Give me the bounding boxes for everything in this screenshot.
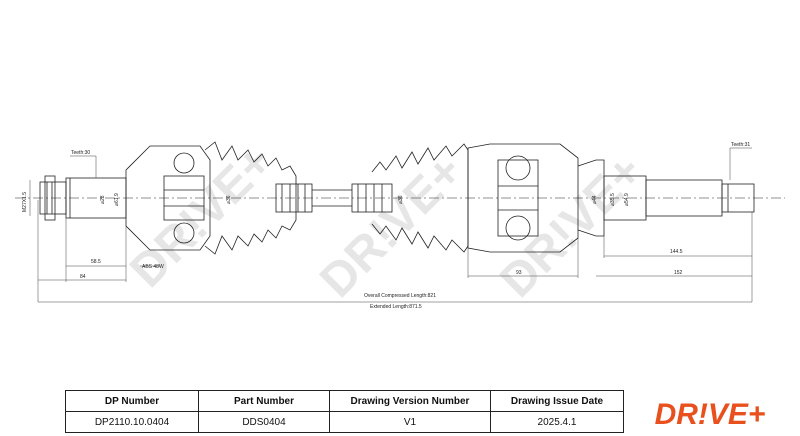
header-issue-date: Drawing Issue Date bbox=[490, 390, 624, 412]
overall-compressed: Overall Compressed Length:821 bbox=[364, 293, 436, 299]
header-part-number: Part Number bbox=[198, 390, 330, 412]
watermark-group: DR!VE+ DR!VE+ DR!VE+ bbox=[120, 135, 653, 308]
value-part-number: DDS0404 bbox=[198, 411, 330, 433]
title-block: DP Number Part Number Drawing Version Nu… bbox=[65, 390, 800, 436]
left-thread-tip bbox=[44, 175, 56, 221]
brand-logo: DR!VE+ bbox=[655, 398, 766, 431]
dim-58-5: 58.5 bbox=[91, 259, 101, 265]
value-drawing-version: V1 bbox=[329, 411, 491, 433]
left-boot bbox=[204, 141, 297, 255]
watermark-left: DR!VE+ bbox=[120, 135, 283, 298]
watermark-center: DR!VE+ bbox=[310, 145, 473, 308]
title-header-row: DP Number Part Number Drawing Version Nu… bbox=[65, 390, 624, 412]
right-clamp bbox=[351, 183, 393, 213]
teeth-right-label: Teeth:31 bbox=[731, 142, 750, 148]
header-drawing-version: Drawing Version Number bbox=[329, 390, 491, 412]
extended-length: Extended Length:871.5 bbox=[370, 304, 422, 310]
right-stub-tip bbox=[721, 183, 755, 213]
left-clamp bbox=[275, 183, 313, 213]
dim-84: 84 bbox=[80, 274, 86, 280]
teeth-left-label: Teeth:30 bbox=[71, 150, 90, 156]
abs-label: ABS 48W bbox=[142, 264, 164, 270]
left-ball-bottom bbox=[173, 222, 195, 244]
title-table: DP Number Part Number Drawing Version Nu… bbox=[65, 390, 624, 433]
left-ball-top bbox=[173, 152, 195, 174]
dim-left-boot-shaft: ⌀61.9 bbox=[114, 193, 120, 206]
dim-middle: ⌀36 bbox=[398, 195, 404, 204]
thread-label: M27X1.5 bbox=[22, 192, 28, 212]
dim-93: 93 bbox=[516, 270, 522, 276]
watermark-right: DR!VE+ bbox=[490, 145, 653, 308]
title-value-row: DP2110.10.0404 DDS0404 V1 2025.4.1 bbox=[65, 411, 624, 433]
value-issue-date: 2025.4.1 bbox=[490, 411, 624, 433]
right-ball-bottom bbox=[505, 215, 531, 241]
dim-right-housing: ⌀44 bbox=[592, 195, 598, 204]
dim-left-mid: ⌀36 bbox=[226, 195, 232, 204]
dim-144-5: 144.5 bbox=[670, 249, 683, 255]
dim-right-outer: ⌀54.9 bbox=[624, 193, 630, 206]
driveshaft-drawing: DR!VE+ DR!VE+ DR!VE+ bbox=[15, 135, 785, 310]
brand-logo-text: DR!VE+ bbox=[655, 398, 766, 431]
header-dp-number: DP Number bbox=[65, 390, 199, 412]
right-ball-top bbox=[505, 155, 531, 181]
dim-left-shaft: ⌀28 bbox=[100, 195, 106, 204]
dim-right-spline: ⌀35.5 bbox=[610, 193, 616, 206]
dim-152: 152 bbox=[674, 270, 683, 276]
value-dp-number: DP2110.10.0404 bbox=[65, 411, 199, 433]
left-cv-housing bbox=[125, 145, 211, 251]
